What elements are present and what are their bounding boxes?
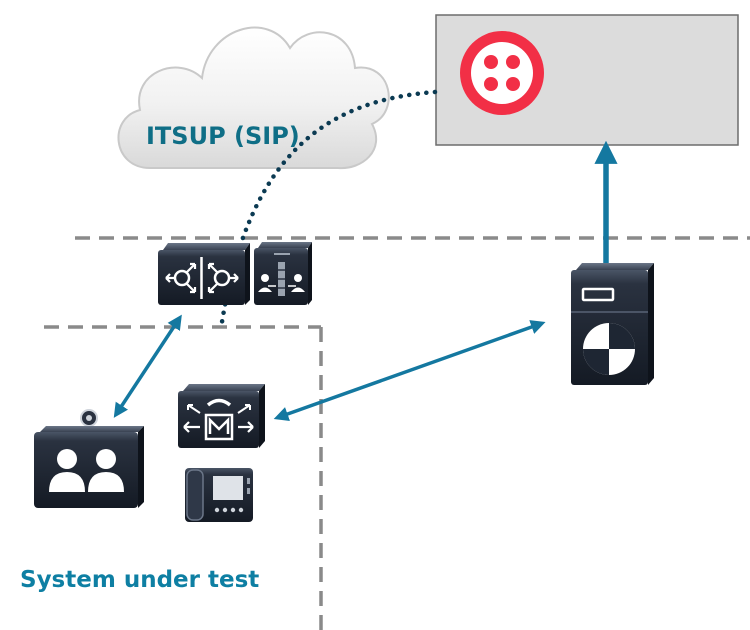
sip-router-icon — [158, 243, 250, 305]
callmanager-gateway-arrow — [273, 320, 546, 421]
call-manager-icon — [178, 384, 265, 448]
system-under-test-label: System under test — [20, 567, 259, 593]
router-endpoint-arrow — [113, 314, 182, 418]
provider-box — [435, 14, 739, 146]
twilio-logo-icon — [460, 31, 544, 115]
gateway-server-icon — [571, 263, 654, 385]
telepresence-endpoint-icon — [34, 409, 144, 508]
firewall-switch-icon — [254, 242, 312, 305]
cloud-label: ITSUP (SIP) — [146, 122, 300, 150]
ip-phone-icon — [185, 468, 253, 522]
sip-trunk-link — [219, 89, 438, 325]
itsp-cloud: ITSUP (SIP) — [117, 26, 390, 170]
